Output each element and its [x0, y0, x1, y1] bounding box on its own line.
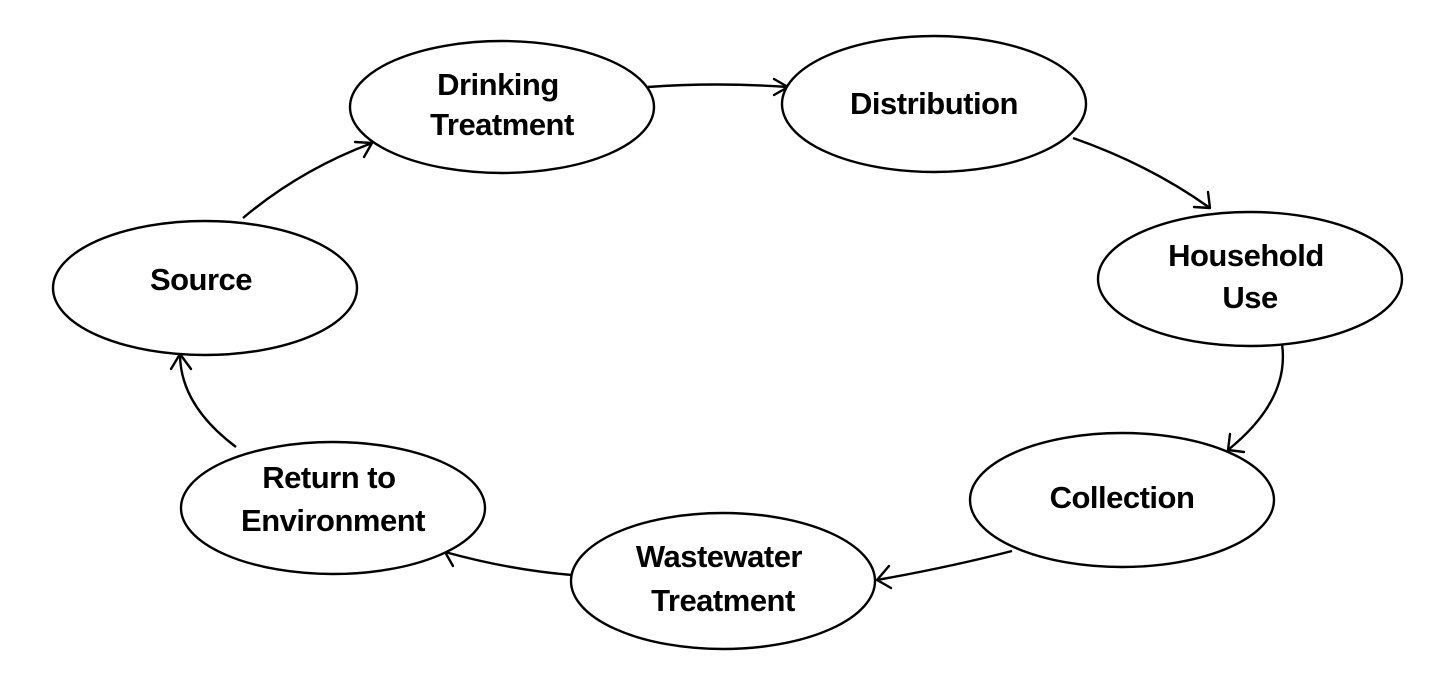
node-household-use-ellipse	[1096, 210, 1404, 348]
node-wastewater-treatment-ellipse	[569, 511, 877, 651]
node-return-to-environment-label: Return to Environment	[241, 460, 425, 538]
node-label-line: Collection	[1050, 480, 1195, 515]
arrow-return-to-environment-to-source	[178, 353, 237, 448]
arrowhead-drinking-treatment	[353, 140, 374, 159]
node-label-line: Source	[150, 262, 252, 297]
node-source-ellipse	[51, 219, 359, 357]
arrow-household-use-to-collection	[1227, 343, 1285, 451]
node-label-line: Household	[1168, 238, 1324, 273]
node-source-label: Source	[150, 262, 252, 297]
arrowhead-wastewater-treatment	[875, 564, 893, 590]
node-wastewater-treatment: Wastewater Treatment	[569, 511, 877, 651]
node-distribution-ellipse	[780, 34, 1088, 174]
node-distribution: Distribution	[780, 34, 1088, 174]
node-drinking-treatment-label: Drinking Treatment	[430, 67, 574, 142]
node-label-line: Use	[1222, 280, 1278, 315]
node-collection-label: Collection	[1050, 480, 1195, 515]
arrow-distribution-to-household-use	[1072, 136, 1211, 209]
node-label-line: Treatment	[430, 107, 574, 142]
node-collection-ellipse	[968, 431, 1276, 569]
arrowhead-collection	[1226, 432, 1246, 454]
arrow-collection-to-wastewater-treatment	[876, 549, 1013, 582]
node-drinking-treatment: Drinking Treatment	[348, 39, 656, 175]
node-label-line: Distribution	[850, 86, 1018, 121]
node-collection: Collection	[968, 431, 1276, 569]
node-return-to-environment: Return to Environment	[179, 440, 487, 576]
node-wastewater-treatment-label: Wastewater Treatment	[636, 539, 810, 618]
node-label-line: Drinking	[437, 67, 559, 102]
node-label-line: Return to	[262, 460, 395, 495]
node-label-line: Wastewater	[636, 539, 803, 574]
arrowhead-household-use	[1192, 190, 1212, 210]
node-drinking-treatment-ellipse	[348, 39, 656, 175]
arrow-wastewater-treatment-to-return-to-environment	[444, 550, 573, 577]
arrow-drinking-treatment-to-distribution	[647, 83, 789, 89]
node-return-to-environment-ellipse	[179, 440, 487, 576]
node-source: Source	[51, 219, 359, 357]
arrow-source-to-drinking-treatment	[242, 141, 373, 219]
node-label-line: Environment	[241, 503, 425, 538]
node-label-line: Treatment	[651, 583, 795, 618]
node-household-use-label: Household Use	[1168, 238, 1332, 315]
node-household-use: Household Use	[1096, 210, 1404, 348]
node-distribution-label: Distribution	[850, 86, 1018, 121]
